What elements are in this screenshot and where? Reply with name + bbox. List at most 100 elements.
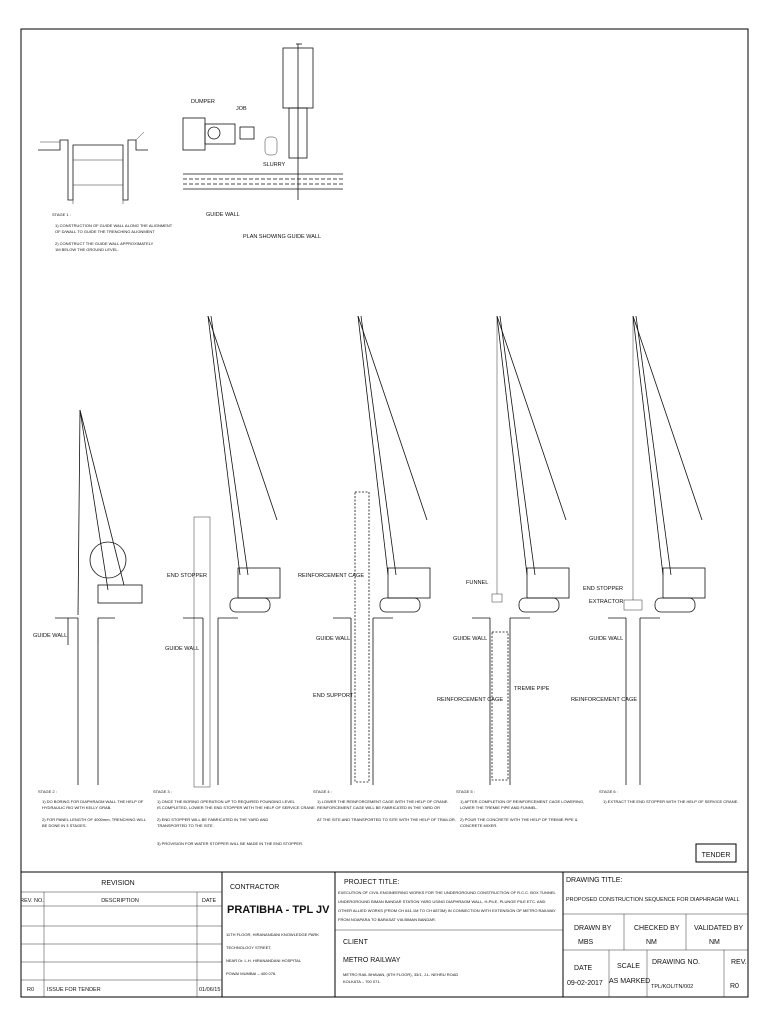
date-value: 09-02-2017: [567, 980, 603, 987]
stage-4-note: 1) LOWER THE REINFORCEMENT CAGE WITH THE…: [317, 799, 449, 804]
stage-3-note: 2) END STOPPER WILL BE FABRICATED IN THE…: [157, 817, 268, 822]
crane-stage-6-drawing: [608, 315, 706, 785]
stage-6-end-stopper-label: END STOPPER: [583, 586, 623, 592]
tender-stamp: TENDER: [702, 852, 731, 859]
stage-4-note: REINFORCEMENT CAGE WILL BE FABRICATED IN…: [317, 805, 440, 810]
date-label: DATE: [574, 965, 592, 972]
plan-title: PLAN SHOWING GUIDE WALL: [243, 234, 321, 240]
revision-col-rev: REV. NO.: [20, 898, 44, 904]
validated-by-label: VALIDATED BY: [694, 925, 743, 932]
rev-label: REV.: [731, 959, 747, 966]
revision-row-rev: R0: [27, 987, 34, 993]
drawing-title-label: DRAWING TITLE:: [566, 877, 622, 884]
slurry-label: SLURRY: [263, 162, 286, 168]
stage-5-section: FUNNEL GUIDE WALL REINFORCEMENT CAGE TRE…: [437, 315, 584, 828]
stage-4-reinforcement-cage-label: REINFORCEMENT CAGE: [298, 573, 364, 579]
client-address-line: KOLKATA – 700 071.: [343, 979, 381, 984]
project-title-line: EXECUTION OF CIVIL ENGINEERING WORKS FOR…: [338, 890, 556, 895]
drawn-by-label: DRAWN BY: [574, 925, 612, 932]
contractor-name: PRATIBHA - TPL JV: [227, 904, 330, 916]
stage-4-title: STAGE 4 :: [313, 789, 332, 794]
stage-5-note: 2) POUR THE CONCRETE WITH THE HELP OF TR…: [460, 817, 578, 822]
stage-1-note: 1) CONSTRUCTION OF GUIDE WALL ALONG THE …: [55, 223, 173, 228]
client-address-line: METRO RAIL BHAVAN, (6TH FLOOR), 33/1, J.…: [343, 972, 458, 977]
rev-value: R0: [730, 983, 739, 990]
stage-3-title: STAGE 3 :: [153, 789, 172, 794]
stage-3-end-stopper-label: END STOPPER: [167, 573, 207, 579]
crane-stage-4-drawing: [333, 315, 431, 785]
contractor-address-line: POWAI MUMBAI – 400 076.: [226, 971, 276, 976]
stage-1-title: STAGE 1 :: [52, 212, 71, 217]
stage-2-title: STAGE 2 :: [38, 789, 57, 794]
stage-4-section: REINFORCEMENT CAGE GUIDE WALL END SUPPOR…: [298, 315, 456, 822]
revision-col-description: DESCRIPTION: [101, 898, 139, 904]
crane-stage-5-drawing: [472, 315, 570, 785]
stage-1-note: 1M BELOW THE GROUND LEVEL.: [55, 247, 119, 252]
stage-4-end-support-label: END SUPPORT: [313, 693, 354, 699]
stage-5-note: LOWER THE TREMIE PIPE AND FUNNEL.: [460, 805, 538, 810]
plan-guide-wall-label: GUIDE WALL: [206, 212, 240, 218]
stage-6-note: 1) EXTRACT THE END STOPPER WITH THE HELP…: [603, 799, 738, 804]
drawing-number-label: DRAWING NO.: [652, 959, 700, 966]
stage-6-reinforcement-cage-label: REINFORCEMENT CAGE: [571, 697, 637, 703]
stage-3-note: TRANSPORTED TO THE SITE.: [157, 823, 214, 828]
stage-3-section: END STOPPER GUIDE WALL STAGE 3 : 1) ONCE…: [153, 315, 316, 846]
checked-by-value: NM: [646, 939, 657, 946]
contractor-heading: CONTRACTOR: [230, 884, 279, 891]
stage-6-title: STAGE 6 :: [599, 789, 618, 794]
client-name: METRO RAILWAY: [343, 957, 401, 964]
stage-3-note: 1) ONCE THE BORING OPERATION UP TO REQUI…: [157, 799, 296, 804]
stage-2-section: GUIDE WALL STAGE 2 : 1) DO BORING FOR DI…: [33, 409, 147, 828]
checked-by-label: CHECKED BY: [634, 925, 680, 932]
stage-5-title: STAGE 5 :: [456, 789, 475, 794]
stage-5-note: CONCRETE MIXER.: [460, 823, 497, 828]
stage-2-guide-wall-label: GUIDE WALL: [33, 633, 67, 639]
project-title-line: UNDERGROUND BIMAN BANDAR STATION YARD US…: [338, 899, 545, 904]
stage-4-guide-wall-label: GUIDE WALL: [316, 636, 350, 642]
drawn-by-value: MBS: [578, 939, 594, 946]
stage-6-guide-wall-label: GUIDE WALL: [589, 636, 623, 642]
stage-3-note: 3) PROVISION FOR WATER STOPPER WILL BE M…: [157, 841, 303, 846]
hydraulic-rig-drawing: [55, 409, 143, 785]
guide-wall-plan-drawing: [182, 43, 343, 200]
stage-1-section: DUMPER JOB SLURRY GUIDE WALL PLAN SHOWIN…: [38, 43, 343, 252]
stage-2-note: 2) FOR PANEL LENGTH OF 4000mm, TRENCHING…: [42, 817, 147, 822]
dumper-label: DUMPER: [191, 99, 215, 105]
stage-4-note: AT THE SITE AND TRANSPORTED TO SITE WITH…: [317, 817, 456, 822]
revision-row-description: ISSUE FOR TENDER: [47, 987, 101, 993]
stage-1-note: 2) CONSTRUCT THE GUIDE WALL APPROXIMATEL…: [55, 241, 154, 246]
scale-label: SCALE: [617, 963, 640, 970]
title-block: REVISION REV. NO. DESCRIPTION DATE R0 IS…: [20, 871, 748, 997]
stage-1-note: OF D/WALL TO GUIDE THE TRENCHING ALIGNME…: [55, 229, 155, 234]
stage-5-note: 1) AFTER COMPLETION OF REINFORCEMENT CAG…: [460, 799, 584, 804]
stage-5-reinforcement-cage-label: REINFORCEMENT CAGE: [437, 697, 503, 703]
sheet-border: [20, 28, 749, 998]
tender-stamp-box: [695, 843, 737, 863]
contractor-address-line: TECHNOLOGY STREET,: [226, 945, 272, 950]
revision-heading: REVISION: [101, 880, 134, 887]
drawing-title: PROPOSED CONSTRUCTION SEQUENCE FOR DIAPH…: [566, 897, 740, 903]
stage-2-note: BE DONE IN 3 STAGES.: [42, 823, 87, 828]
job-label: JOB: [236, 106, 247, 112]
stage-5-funnel-label: FUNNEL: [466, 580, 488, 586]
stage-6-section: END STOPPER EXTRACTOR GUIDE WALL REINFOR…: [571, 315, 738, 804]
guide-wall-section-drawing: [38, 131, 148, 204]
scale-value: AS MARKED: [609, 978, 650, 985]
project-title-heading: PROJECT TITLE:: [344, 879, 399, 886]
stage-2-note: HYDRAULIC RIG WITH KELLY GRAB.: [42, 805, 111, 810]
validated-by-value: NM: [709, 939, 720, 946]
stage-3-guide-wall-label: GUIDE WALL: [165, 646, 199, 652]
stage-2-note: 1) DO BORING FOR DIAPHRAGM WALL THE HELP…: [42, 799, 144, 804]
contractor-address-line: NEAR Dr. L.H. HIRANANDANI HOSPITAL: [226, 958, 302, 963]
contractor-address-line: 11TH FLOOR, HIRANANDANI KNOWLEDGE PARK: [226, 932, 319, 937]
crane-stage-3-drawing: [183, 315, 281, 788]
client-heading: CLIENT: [343, 939, 369, 946]
stage-3-note: IS COMPLETED, LOWER THE END STOPPER WITH…: [157, 805, 316, 810]
stage-6-extractor-label: EXTRACTOR: [589, 599, 623, 605]
revision-col-date: DATE: [202, 898, 217, 904]
revision-row-date: 01/06/15: [199, 987, 220, 993]
stage-5-guide-wall-label: GUIDE WALL: [453, 636, 487, 642]
stage-5-tremie-pipe-label: TREMIE PIPE: [514, 686, 550, 692]
drawing-number-value: TPL/KOL/TN/002: [651, 984, 693, 990]
